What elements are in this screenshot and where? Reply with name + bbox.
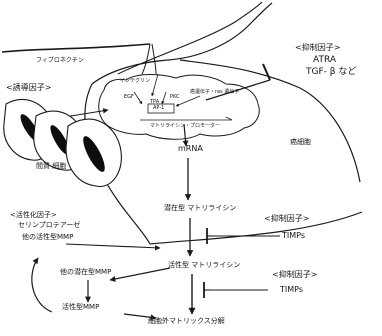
ecm-degradation-label: 細胞外マトリックス分解 [148,318,225,325]
cancer-cell-label: 癌細胞 [290,139,311,146]
inhibitor-top-title: <抑制因子> [295,44,340,52]
latent-matrilysin-label: 潜在型 マトリライシン [164,205,236,212]
inducer-title: <誘導因子> [6,84,51,92]
other-active-mmp-label: 他の活性型MMP [22,234,73,241]
egf-label: EGF [124,95,134,100]
upper-membrane [118,2,262,74]
nucleus-outline [99,75,260,140]
serine-protease-label: セリンプロテアーゼ [18,222,80,229]
fibronectin-label: フィブロネクチン [36,58,84,64]
active-mmp-label: 活性型MMP [62,304,99,311]
inhibitor-bottom-title: <抑制因子> [272,271,317,279]
fibronectin-fiber [2,44,150,52]
atra-label: ATRA [313,56,336,65]
tgf-label: TGF- β など [306,68,356,77]
mrna-label: mRNA [178,145,203,153]
other-latent-mmp-label: 他の潜在型MMP [60,269,111,276]
pkc-label: PKC [170,95,180,100]
stroma-cell-label: 間質 細胞 [36,163,66,170]
stromal-cells [4,100,122,187]
ap1-label: AP-1 [153,106,164,111]
integrin-receptor [142,44,156,74]
promoter-label: マトリライシン・プロモーター [150,124,220,129]
oncogene-label: 癌遺伝子・ras 遺伝子 [190,90,239,95]
inhibitor-mid-title: <抑制因子> [264,215,309,223]
timps-mid-label: TIMPs [282,232,305,240]
integrin-label: インテグリン [120,79,150,84]
active-matrilysin-label: 活性型 マトリライシン [168,262,240,269]
timps-bottom-label: TIMPs [280,286,303,294]
activator-title: <活性化因子> [10,212,57,219]
